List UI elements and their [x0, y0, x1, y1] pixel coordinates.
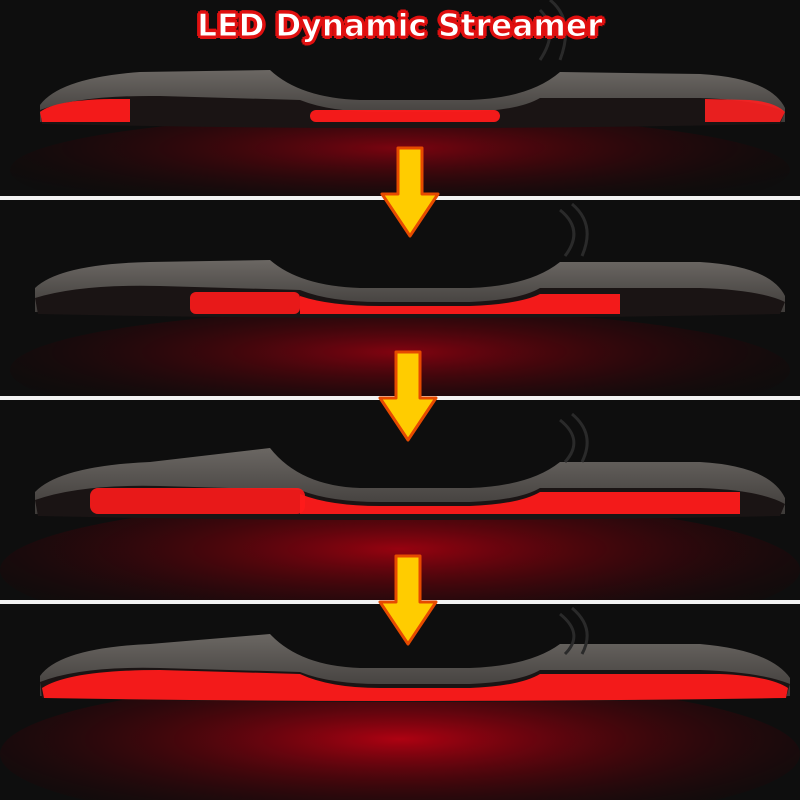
frame-4	[0, 604, 800, 800]
page-title: LED Dynamic Streamer	[197, 8, 603, 45]
light-bar-frame-3	[0, 400, 800, 600]
down-arrow-icon	[378, 350, 438, 442]
light-bar-frame-4	[0, 604, 800, 800]
down-arrow-icon	[378, 554, 438, 646]
down-arrow-icon	[380, 146, 440, 238]
frame-3	[0, 400, 800, 600]
